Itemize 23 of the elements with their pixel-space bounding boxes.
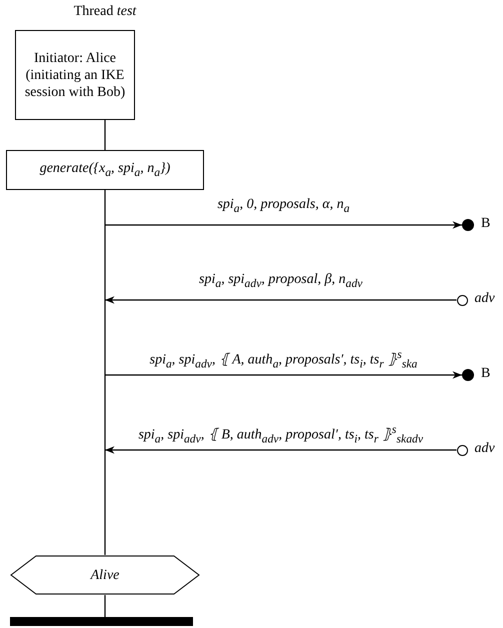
filled-endpoint-dot bbox=[462, 219, 474, 231]
open-endpoint-dot bbox=[456, 294, 468, 306]
lifeline bbox=[104, 120, 106, 150]
hexagon-node bbox=[10, 555, 200, 595]
filled-endpoint-dot bbox=[462, 369, 474, 381]
event-box bbox=[6, 150, 204, 190]
role-text: Initiator: Alice (initiating an IKE session with Bob) bbox=[24, 50, 126, 100]
event-text: Alive bbox=[90, 566, 120, 584]
agent-label: adv bbox=[474, 291, 495, 307]
event-text: generate({x$_{a}$, spi$_{a}$, n$_{a}$}) bbox=[40, 160, 170, 180]
open-endpoint-dot bbox=[456, 444, 468, 456]
role-box bbox=[15, 30, 135, 120]
thread-end-bar bbox=[10, 617, 193, 626]
message-arrow bbox=[105, 296, 456, 304]
message-arrow bbox=[105, 371, 462, 379]
agent-label: B bbox=[481, 366, 490, 382]
lifeline bbox=[104, 190, 106, 555]
message-arrow bbox=[105, 446, 456, 454]
lifeline bbox=[104, 595, 106, 617]
agent-label: B bbox=[481, 216, 490, 232]
diagram-title: Thread test bbox=[72, 4, 138, 20]
message-arrow bbox=[105, 221, 462, 229]
agent-label: adv bbox=[474, 441, 495, 457]
